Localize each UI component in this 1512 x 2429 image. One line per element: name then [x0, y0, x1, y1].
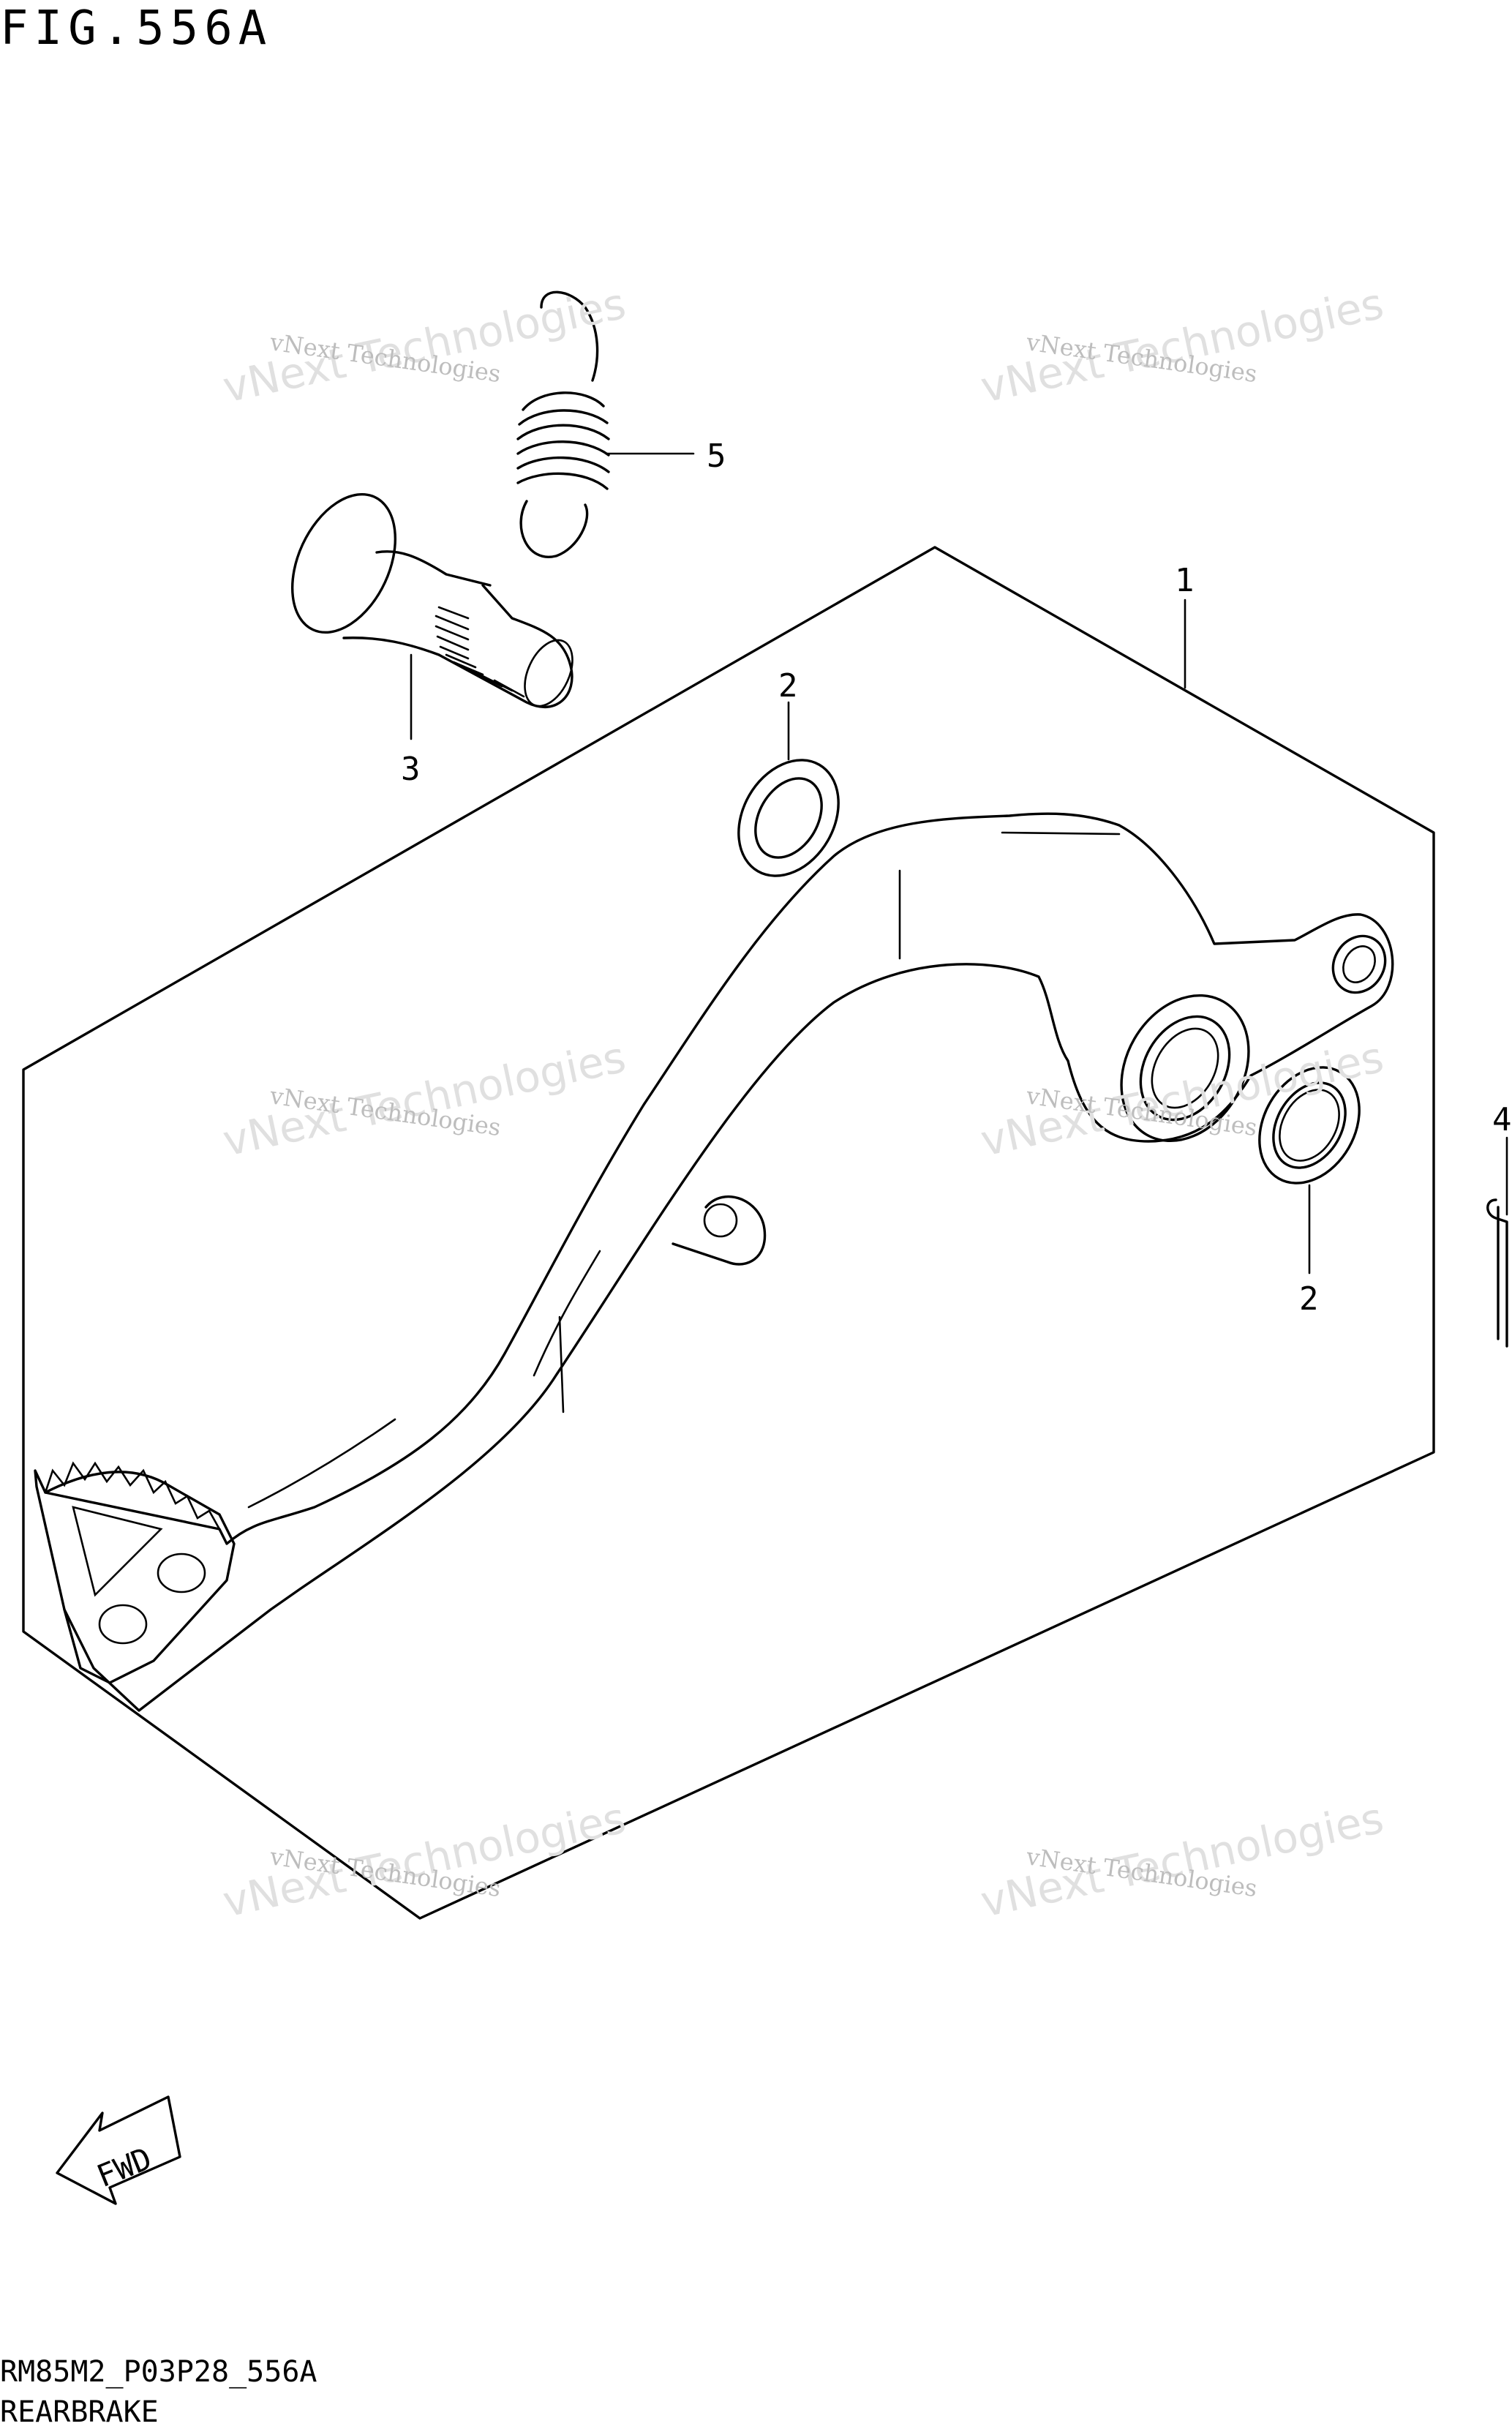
assembly-outline: [22, 546, 1435, 1920]
figure-caption: REARBRAKE: [0, 2395, 159, 2429]
figure-code: RM85M2_P03P28_556A: [0, 2355, 317, 2389]
seal-upper: [737, 759, 840, 877]
leader-lines: [410, 452, 1508, 1274]
callout-2-lower: 2: [1299, 1280, 1319, 1318]
callout-5: 5: [707, 438, 726, 475]
fwd-arrow-icon: FWD: [56, 2095, 181, 2205]
callout-2-upper: 2: [778, 667, 798, 705]
pivot-bolt: [290, 492, 573, 708]
cotter-pin: [1486, 1198, 1508, 1348]
brake-pedal: [34, 812, 1394, 1712]
callout-1: 1: [1175, 562, 1195, 599]
seal-lower: [1258, 1066, 1361, 1185]
return-spring: [516, 290, 610, 558]
callout-3: 3: [401, 751, 421, 788]
fwd-label: FWD: [91, 2140, 157, 2194]
callout-4: 4: [1492, 1101, 1512, 1138]
figure-title: FIG.556A: [0, 1, 272, 56]
